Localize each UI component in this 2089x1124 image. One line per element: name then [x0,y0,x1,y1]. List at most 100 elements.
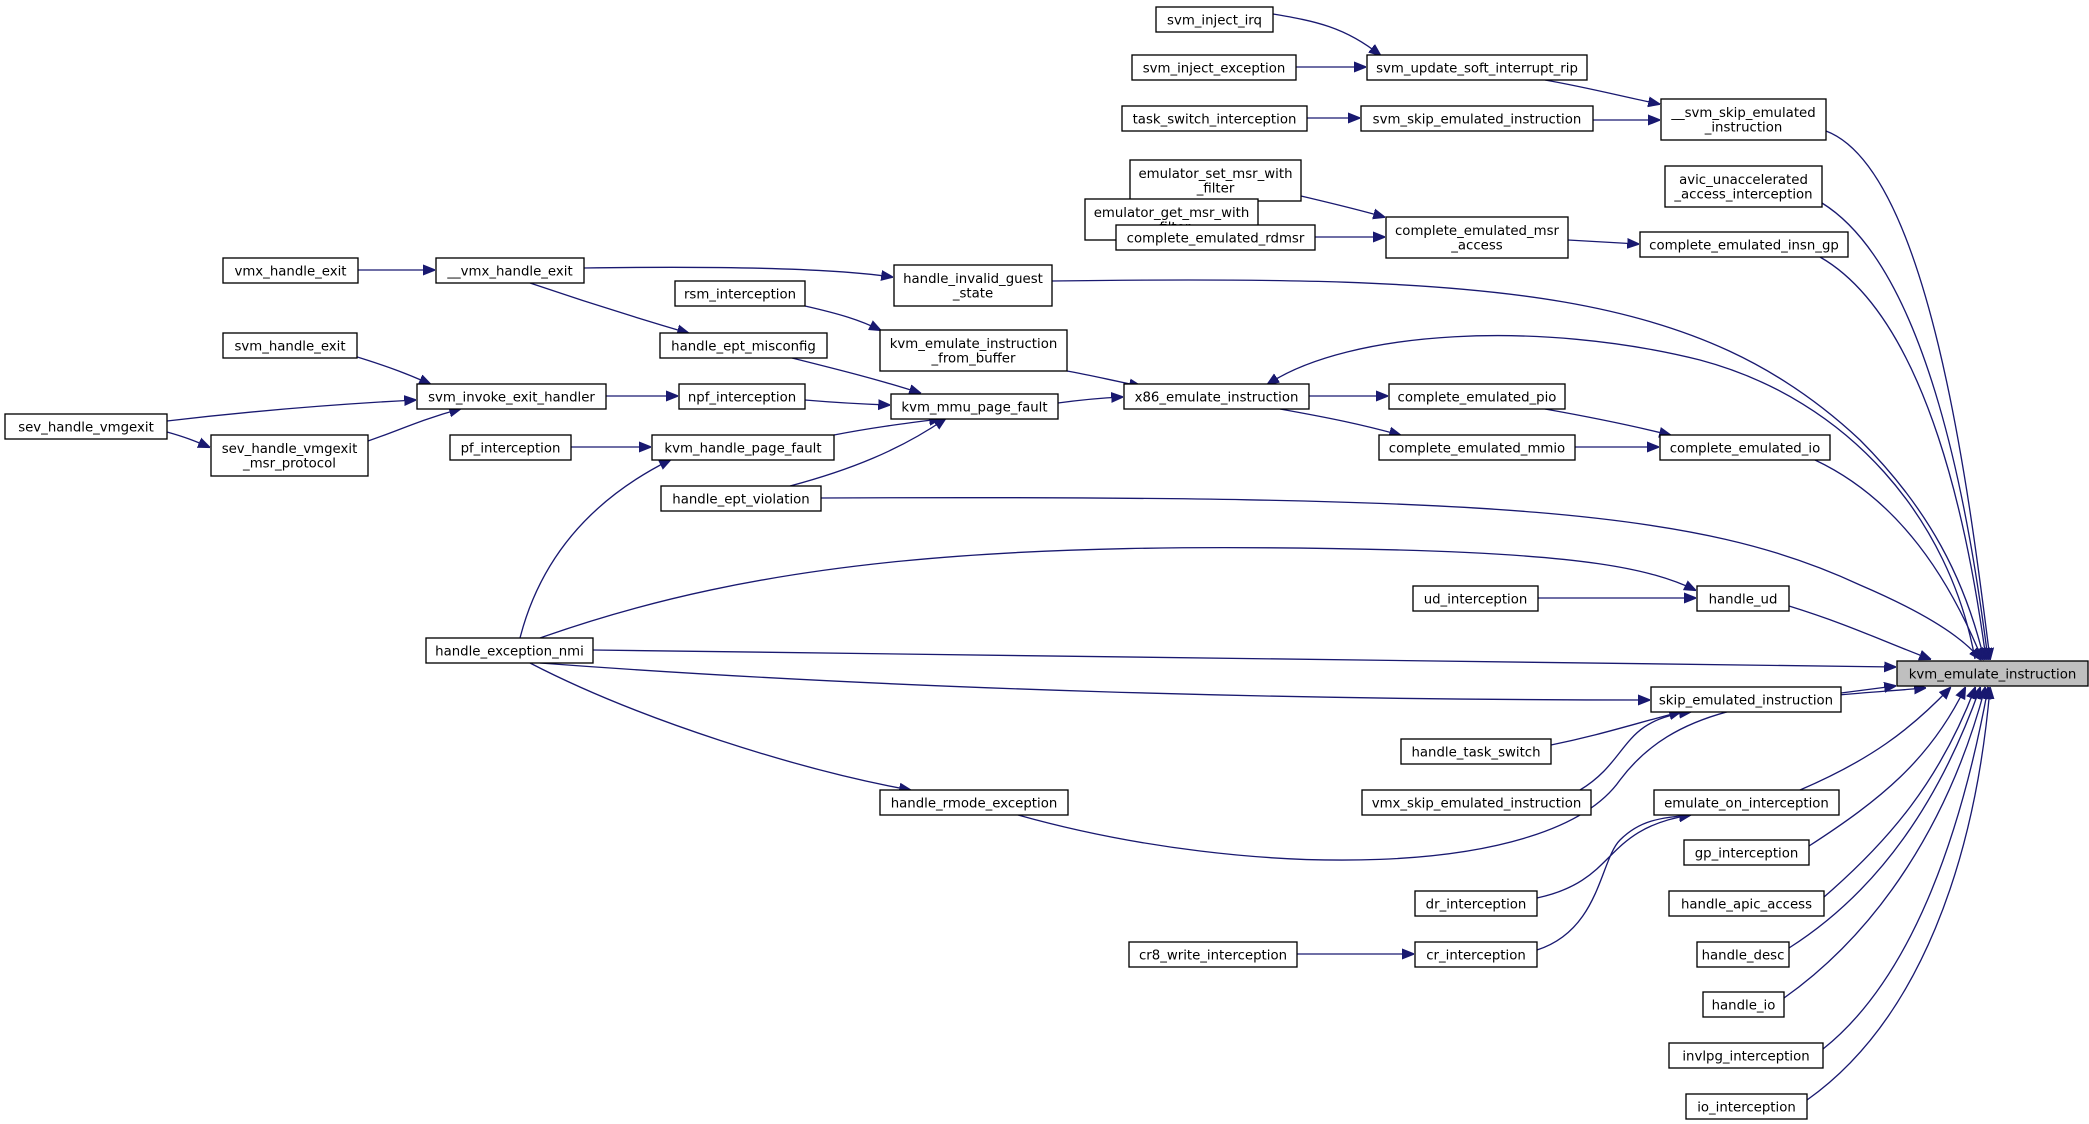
node-label: kvm_emulate_instruction [890,337,1058,352]
node-box [1155,6,1274,33]
node-complete-emulated-pio[interactable]: complete_emulated_pio [1388,383,1566,410]
node-vmx-handle-exit[interactable]: vmx_handle_exit [222,257,359,284]
node-gp-interception[interactable]: gp_interception [1683,839,1810,866]
node-root[interactable]: kvm_emulate_instruction [1896,660,2089,687]
node-ud-interception[interactable]: ud_interception [1412,585,1539,612]
node-label: emulator_get_msr_with [1094,206,1250,221]
node-complete-emulated-rdmsr[interactable]: complete_emulated_rdmsr [1115,224,1316,251]
edge-npf_interception-to-kvm_mmu_page_fault [804,400,889,405]
node-box [678,383,806,410]
node-vmx-skip-emulated-instruction[interactable]: vmx_skip_emulated_instruction [1361,789,1592,816]
node-box [659,332,828,359]
node-avic-unaccelerated-access-interception[interactable]: avic_unaccelerated_access_interception [1664,165,1823,208]
node-box [1683,839,1810,866]
node-box [4,413,168,440]
node-label: svm_invoke_exit_handler [428,390,595,405]
node-box [1360,105,1594,132]
node-label: ud_interception [1424,592,1528,607]
node-handle-exception-nmi[interactable]: handle_exception_nmi [425,637,594,664]
node-label: _state [952,287,993,302]
node-kvm-emulate-instruction-from-buffer[interactable]: kvm_emulate_instruction_from_buffer [879,329,1068,372]
node-io-interception[interactable]: io_interception [1685,1093,1808,1120]
node-skip-emulated-instruction[interactable]: skip_emulated_instruction [1650,686,1842,713]
node-box [1668,890,1825,917]
node-label: cr_interception [1426,948,1526,963]
node-label: invlpg_interception [1682,1049,1809,1064]
node-label: sev_handle_vmgexit [18,420,154,435]
node-label: gp_interception [1695,846,1799,861]
node-complete-emulated-io[interactable]: complete_emulated_io [1659,434,1831,461]
node-svm-inject-exception[interactable]: svm_inject_exception [1131,54,1297,81]
node-sev-handle-vmgexit-msr-protocol[interactable]: sev_handle_vmgexit_msr_protocol [210,434,369,477]
node---svm-skip-emulated-instruction[interactable]: __svm_skip_emulated_instruction [1660,98,1827,141]
node-box [1400,738,1552,765]
node-label: vmx_skip_emulated_instruction [1372,796,1582,811]
node-label: handle_ud [1709,592,1778,607]
node-box [1414,890,1538,917]
node-label: x86_emulate_instruction [1135,390,1299,405]
node-label: svm_update_soft_interrupt_rip [1376,61,1578,76]
node-box [1123,383,1310,410]
node-task-switch-interception[interactable]: task_switch_interception [1121,105,1308,132]
node-svm-handle-exit[interactable]: svm_handle_exit [222,332,358,359]
node-box [660,485,822,512]
edge-vmx_skip_emulated_instruction-to-skip_emulated_instruction [1579,712,1690,791]
node-label: emulator_set_msr_with [1138,167,1292,182]
node-label: __svm_skip_emulated [1670,106,1815,121]
node-box [651,434,835,461]
node-pf-interception[interactable]: pf_interception [449,434,572,461]
node-dr-interception[interactable]: dr_interception [1414,890,1538,917]
edge-sev_handle_vmgexit_msr_protocol-to-svm_invoke_exit_handler [367,409,460,442]
edge-handle_ept_misconfig-to-kvm_mmu_page_fault [791,357,920,393]
node-handle-ept-misconfig[interactable]: handle_ept_misconfig [659,332,828,359]
edge-kvm_mmu_page_fault-to-x86_emulate_instruction [1057,397,1122,404]
node-rsm-interception[interactable]: rsm_interception [674,280,806,307]
node-x86-emulate-instruction[interactable]: x86_emulate_instruction [1123,383,1310,410]
node-box [1659,434,1831,461]
node-handle-task-switch[interactable]: handle_task_switch [1400,738,1552,765]
node-kvm-mmu-page-fault[interactable]: kvm_mmu_page_fault [890,393,1059,420]
node-cr-interception[interactable]: cr_interception [1414,941,1538,968]
edge-complete_emulated_insn_gp-to-root [1819,256,1986,659]
node-box [416,383,607,410]
node---vmx-handle-exit[interactable]: __vmx_handle_exit [435,257,585,284]
node-handle-rmode-exception[interactable]: handle_rmode_exception [879,789,1069,816]
node-complete-emulated-msr-access[interactable]: complete_emulated_msr_access [1385,216,1569,259]
node-sev-handle-vmgexit[interactable]: sev_handle_vmgexit [4,413,168,440]
node-svm-skip-emulated-instruction[interactable]: svm_skip_emulated_instruction [1360,105,1594,132]
node-invlpg-interception[interactable]: invlpg_interception [1668,1042,1824,1069]
node-svm-invoke-exit-handler[interactable]: svm_invoke_exit_handler [416,383,607,410]
node-svm-update-soft-interrupt-rip[interactable]: svm_update_soft_interrupt_rip [1366,54,1588,81]
node-label: handle_ept_misconfig [671,339,816,354]
node-svm-inject-irq[interactable]: svm_inject_irq [1155,6,1274,33]
node-kvm-handle-page-fault[interactable]: kvm_handle_page_fault [651,434,835,461]
node-box [890,393,1059,420]
node-box [1412,585,1539,612]
node-label: vmx_handle_exit [234,264,346,279]
node-label: io_interception [1697,1100,1796,1115]
node-label: handle_task_switch [1411,745,1540,760]
node-handle-apic-access[interactable]: handle_apic_access [1668,890,1825,917]
node-npf-interception[interactable]: npf_interception [678,383,806,410]
node-complete-emulated-insn-gp[interactable]: complete_emulated_insn_gp [1639,231,1849,258]
node-label: handle_ept_violation [672,492,809,507]
node-handle-invalid-guest-state[interactable]: handle_invalid_guest_state [893,264,1053,307]
node-label: _access_interception [1673,188,1812,203]
node-handle-io[interactable]: handle_io [1702,991,1785,1018]
node-label: complete_emulated_insn_gp [1649,238,1839,253]
node-box [1702,991,1785,1018]
node-handle-ud[interactable]: handle_ud [1696,585,1790,612]
edge-handle_exception_nmi-to-kvm_handle_page_fault [519,460,670,639]
node-emulator-set-msr-with-filter[interactable]: emulator_set_msr_with_filter [1129,159,1302,202]
node-label: __vmx_handle_exit [446,264,572,279]
node-complete-emulated-mmio[interactable]: complete_emulated_mmio [1378,434,1576,461]
node-label: avic_unaccelerated [1679,173,1808,188]
node-cr8-write-interception[interactable]: cr8_write_interception [1128,941,1298,968]
edge-skip_emulated_instruction-to-root [1840,686,1895,694]
edge-__vmx_handle_exit-to-handle_invalid_guest_state [583,266,892,277]
node-handle-ept-violation[interactable]: handle_ept_violation [660,485,822,512]
node-emulate-on-interception[interactable]: emulate_on_interception [1653,789,1840,816]
edge-__svm_skip_emulated_instruction-to-root [1825,130,1990,659]
node-handle-desc[interactable]: handle_desc [1696,941,1790,968]
node-label: handle_apic_access [1681,897,1812,912]
